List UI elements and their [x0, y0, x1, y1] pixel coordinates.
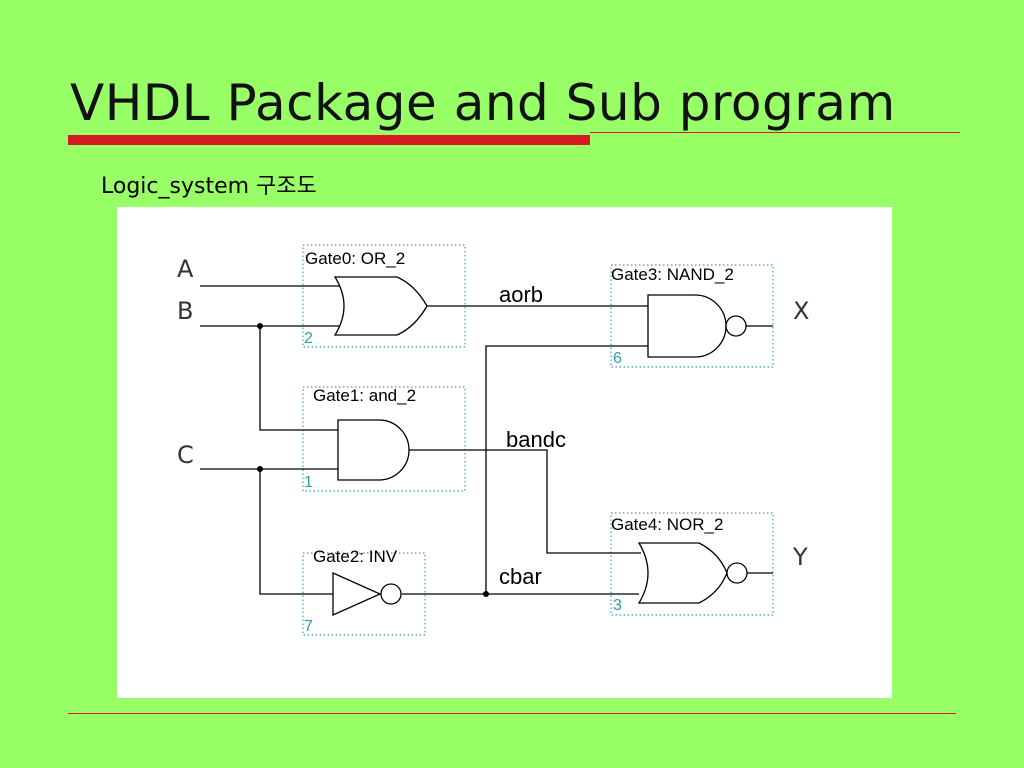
gate4-number: 3 — [613, 597, 622, 614]
output-y-label: Y — [792, 543, 808, 571]
signal-bandc-label: bandc — [506, 427, 566, 452]
slide-subtitle: Logic_system 구조도 — [101, 174, 317, 199]
junction-c — [257, 466, 263, 472]
nand-bubble — [725, 315, 747, 337]
input-a-label: A — [177, 255, 194, 283]
signal-cbar-label: cbar — [499, 564, 542, 589]
nand-gate-shape — [647, 294, 727, 358]
gate4-nor-symbol — [637, 542, 748, 604]
wires — [200, 285, 773, 595]
inverter-bubble — [380, 583, 402, 605]
logic-diagram: A B C X Y Gate0: OR_2 Gate1: and_2 Gate2… — [117, 207, 892, 698]
wire-cbar-branch — [485, 345, 648, 594]
gate0-or-symbol — [333, 276, 428, 336]
output-ports: X Y — [792, 297, 809, 571]
signal-aorb-label: aorb — [499, 282, 543, 307]
and-gate-shape — [337, 419, 410, 481]
nor-gate-shape — [637, 542, 728, 604]
signal-labels: aorb bandc cbar — [499, 282, 566, 589]
gate-labels: Gate0: OR_2 Gate1: and_2 Gate2: INV Gate… — [305, 249, 734, 566]
wire-b-branch — [259, 326, 338, 431]
gate0-number: 2 — [304, 330, 313, 347]
inverter-triangle — [332, 571, 382, 617]
wire-c-branch — [259, 469, 333, 595]
or-gate-shape — [333, 276, 428, 336]
wire-bandc — [409, 449, 641, 554]
gate4-frame — [610, 512, 774, 616]
junction-cbar — [483, 591, 489, 597]
gate2-frame — [302, 552, 426, 636]
gate3-frame — [610, 264, 774, 368]
gate2-inv-symbol — [332, 571, 402, 617]
gate4-label: Gate4: NOR_2 — [611, 515, 723, 534]
input-ports: A B C — [177, 255, 194, 469]
junctions — [257, 323, 489, 597]
logic-diagram-svg: A B C X Y Gate0: OR_2 Gate1: and_2 Gate2… — [177, 244, 809, 636]
title-underline — [68, 135, 590, 145]
gate1-number: 1 — [304, 474, 313, 491]
gate0-frame — [302, 244, 466, 348]
input-b-label: B — [177, 297, 193, 325]
instance-frames — [302, 244, 774, 636]
gate1-and-symbol — [337, 419, 410, 481]
slide-title: VHDL Package and Sub program — [70, 74, 896, 132]
gate2-number: 7 — [304, 618, 313, 635]
footer-rule — [68, 713, 956, 714]
gate3-label: Gate3: NAND_2 — [611, 265, 734, 284]
gate1-frame — [302, 386, 466, 492]
junction-b — [257, 323, 263, 329]
input-c-label: C — [177, 441, 194, 469]
gate3-number: 6 — [613, 350, 622, 367]
gate1-label: Gate1: and_2 — [313, 386, 416, 405]
nor-bubble — [726, 562, 748, 584]
title-underline-thin — [590, 132, 960, 133]
gate2-label: Gate2: INV — [313, 547, 398, 566]
gate0-label: Gate0: OR_2 — [305, 249, 405, 268]
output-x-label: X — [793, 297, 809, 325]
instance-numbers: 2 1 7 6 3 — [304, 330, 622, 635]
gate3-nand-symbol — [647, 294, 747, 358]
